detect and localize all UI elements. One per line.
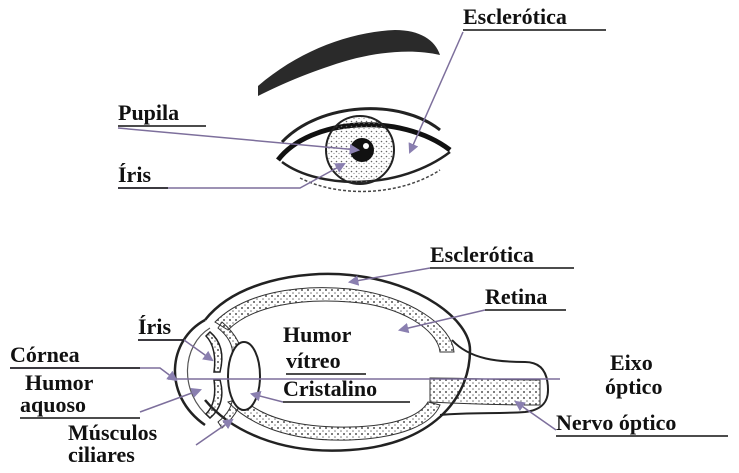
optic-nerve-fibers: [430, 378, 540, 405]
label-optic-axis-line1: Eixo: [610, 350, 653, 375]
label-cornea: Córnea: [10, 342, 80, 367]
label-vitreous-line1: Humor: [283, 322, 352, 347]
label-sclera-section: Esclerótica: [430, 242, 534, 267]
label-iris-outer: Íris: [118, 162, 151, 187]
iris-upper: [206, 332, 222, 372]
label-lens: Cristalino: [283, 376, 377, 401]
outer-eye-illustration: [258, 30, 450, 191]
retina-band-lower: [228, 398, 440, 440]
label-aqueous-line2: aquoso: [20, 392, 86, 417]
leader-sclera-section: [350, 268, 430, 282]
label-sclera-outer: Esclerótica: [463, 4, 567, 29]
lens: [228, 342, 260, 410]
pupil-highlight: [363, 143, 369, 149]
eyebrow: [258, 30, 440, 96]
label-retina: Retina: [485, 284, 547, 309]
cornea-inner: [187, 328, 210, 418]
leader-aqueous: [140, 390, 200, 412]
label-pupil-outer: Pupila: [118, 100, 179, 125]
label-ciliary-line2: ciliares: [68, 442, 135, 467]
label-vitreous-line2: vítreo: [286, 348, 341, 373]
leader-optic-nerve: [516, 402, 556, 430]
iris-lower: [206, 380, 222, 418]
label-optic-axis-line2: óptico: [605, 374, 662, 399]
leader-iris-section: [138, 340, 212, 360]
label-iris-section: Íris: [138, 314, 171, 339]
label-optic-nerve: Nervo óptico: [556, 410, 676, 435]
